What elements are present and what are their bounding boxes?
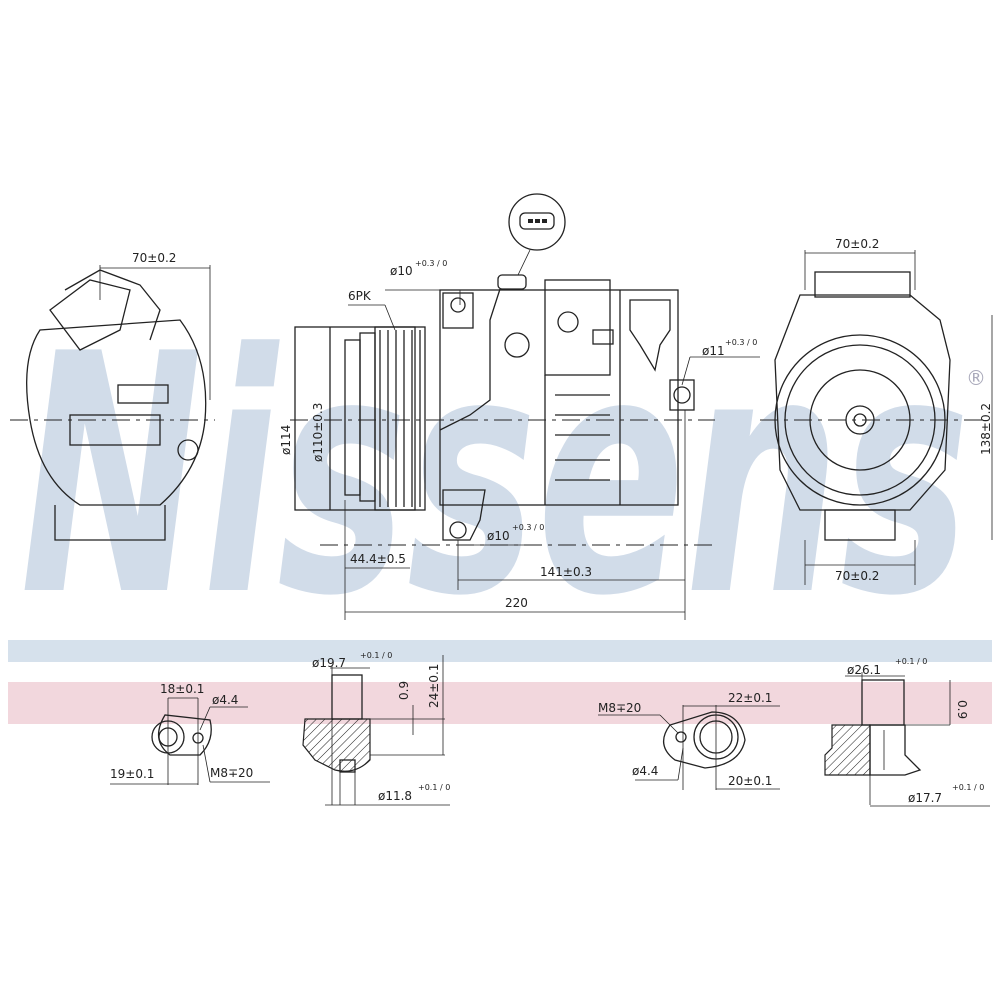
pulley-diameter-label: ø110±0.3 <box>311 403 325 462</box>
right-top-width-label: 70±0.2 <box>835 237 879 251</box>
hole-distance-label: 141±0.3 <box>540 565 592 579</box>
port-detail-3: M8∓20 22±0.1 ø4.4 20±0.1 <box>598 691 780 790</box>
top-hole-label: ø10 <box>390 264 413 278</box>
port-detail-4: ø26.1 +0.1 / 0 0.9 ø17.7 +0.1 / 0 <box>824 657 990 807</box>
port3-offset-label: 20±0.1 <box>728 774 772 788</box>
port3-hole-label: ø4.4 <box>632 764 658 778</box>
port4-inner-tolerance: +0.1 / 0 <box>952 783 984 792</box>
outer-diameter-label: ø114 <box>279 425 293 455</box>
port2-height-label: 24±0.1 <box>427 664 441 708</box>
port-detail-1: 18±0.1 ø4.4 19±0.1 M8∓20 <box>110 682 270 785</box>
port4-inner-label: ø17.7 <box>908 791 942 805</box>
port1-thread-label: M8∓20 <box>210 766 253 780</box>
port2-diameter-tolerance: +0.1 / 0 <box>360 651 392 660</box>
offset-label: 44.4±0.5 <box>350 552 406 566</box>
port2-diameter-label: ø19.7 <box>312 656 346 670</box>
right-height-label: 138±0.2 <box>979 403 993 455</box>
port4-depth-label: 0.9 <box>955 700 969 719</box>
right-bottom-width-label: 70±0.2 <box>835 569 879 583</box>
port4-diameter-label: ø26.1 <box>847 663 881 677</box>
port2-depth-label: 0.9 <box>397 681 411 700</box>
port4-diameter-tolerance: +0.1 / 0 <box>895 657 927 666</box>
bottom-hole-tolerance: +0.3 / 0 <box>512 523 544 532</box>
port3-thread-label: M8∓20 <box>598 701 641 715</box>
port3-width-label: 22±0.1 <box>728 691 772 705</box>
port1-hole-label: ø4.4 <box>212 693 238 707</box>
right-end-view: 70±0.2 138±0.2 70±0.2 <box>760 237 993 585</box>
left-side-view: 70±0.2 <box>10 251 215 541</box>
port1-offset-label: 19±0.1 <box>110 767 154 781</box>
port2-inner-tolerance: +0.1 / 0 <box>418 783 450 792</box>
front-view: ø10 +0.3 / 0 6PK ø114 ø110±0.3 ø11 +0.3 … <box>279 193 760 620</box>
port-detail-2: ø19.7 +0.1 / 0 0.9 24±0.1 ø11.8 +0.1 / 0 <box>302 651 450 806</box>
blue-band <box>8 640 992 662</box>
overall-length-label: 220 <box>505 596 528 610</box>
right-hole-label: ø11 <box>702 344 725 358</box>
pulley-label: 6PK <box>348 289 372 303</box>
port1-width-label: 18±0.1 <box>160 682 204 696</box>
registered-mark: ® <box>966 366 986 390</box>
bottom-hole-label: ø10 <box>487 529 510 543</box>
right-hole-tolerance: +0.3 / 0 <box>725 338 757 347</box>
port2-inner-label: ø11.8 <box>378 789 412 803</box>
pink-band <box>8 682 992 724</box>
watermark-brand: Nissens <box>20 284 970 668</box>
top-hole-tolerance: +0.3 / 0 <box>415 259 447 268</box>
left-width-label: 70±0.2 <box>132 251 176 265</box>
